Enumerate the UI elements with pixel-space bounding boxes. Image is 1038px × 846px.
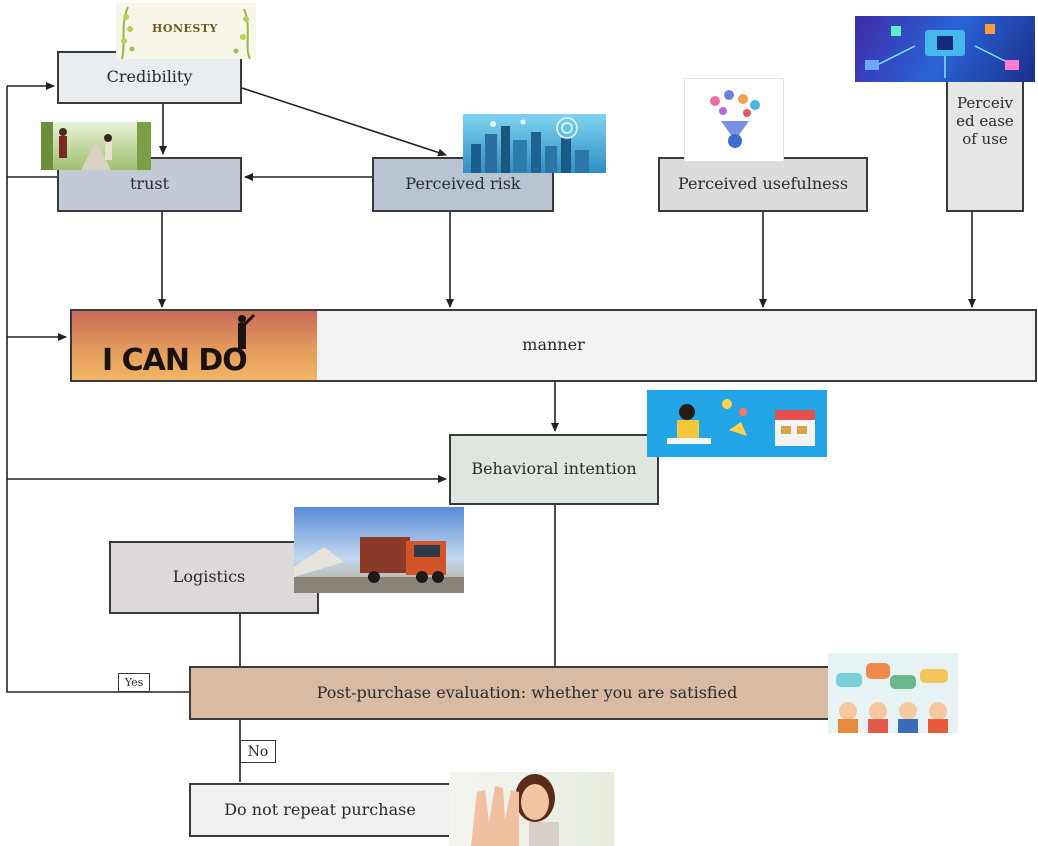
- no-label: No: [247, 743, 269, 760]
- trust-image: [41, 122, 151, 170]
- manner-label: manner: [522, 335, 585, 355]
- behavioral-intention-node: Behavioral intention: [449, 434, 659, 505]
- honesty-image: HONESTY: [116, 3, 256, 59]
- city-network-image: [463, 114, 606, 173]
- edge-feedback-loop: [6, 86, 190, 693]
- silhouette-person-icon: [238, 313, 256, 349]
- perceived-ease-node: Perceiv ed ease of use: [946, 78, 1024, 212]
- do-not-repeat-node: Do not repeat purchase: [189, 783, 451, 837]
- truck-image: [294, 507, 464, 593]
- post-purchase-label: Post-purchase evaluation: whether you ar…: [316, 682, 738, 702]
- i-can-do-text: I CAN DO: [102, 343, 248, 378]
- logistics-label: Logistics: [172, 567, 246, 587]
- do-not-repeat-label: Do not repeat purchase: [224, 799, 416, 819]
- tech-circuit-image: [855, 16, 1035, 82]
- perceived-risk-label: Perceived risk: [405, 174, 521, 194]
- city-skyline-icon: [471, 117, 589, 173]
- plant-vine-icon: [121, 6, 251, 59]
- yes-label: Yes: [124, 676, 144, 689]
- no-tag: No: [240, 740, 276, 763]
- trust-label: trust: [129, 174, 170, 194]
- perceived-usefulness-label: Perceived usefulness: [677, 174, 849, 194]
- ideas-funnel-icon: [710, 90, 760, 148]
- credibility-node: Credibility: [57, 51, 242, 104]
- speech-bubbles-icon: [836, 663, 948, 733]
- yes-tag: Yes: [118, 673, 150, 692]
- logistics-node: Logistics: [109, 541, 319, 614]
- walking-people-icon: [41, 122, 151, 170]
- behavioral-intention-label: Behavioral intention: [471, 459, 637, 479]
- truck-icon: [294, 537, 464, 593]
- honesty-image-text: HONESTY: [152, 22, 218, 35]
- perceived-usefulness-node: Perceived usefulness: [658, 157, 868, 212]
- shopping-person-icon: [667, 399, 815, 446]
- raised-hand-icon: [471, 774, 559, 846]
- i-can-do-image: I CAN DO: [72, 311, 317, 380]
- perceived-ease-label: Perceiv ed ease of use: [956, 94, 1014, 148]
- edge-credibility-risk: [241, 87, 447, 157]
- circuit-board-icon: [865, 24, 1019, 78]
- online-shopping-image: [647, 390, 827, 457]
- post-purchase-node: Post-purchase evaluation: whether you ar…: [189, 666, 895, 720]
- stop-hand-image: [449, 772, 614, 846]
- usefulness-image: [684, 78, 784, 162]
- discussion-image: [828, 653, 958, 733]
- credibility-label: Credibility: [106, 67, 193, 87]
